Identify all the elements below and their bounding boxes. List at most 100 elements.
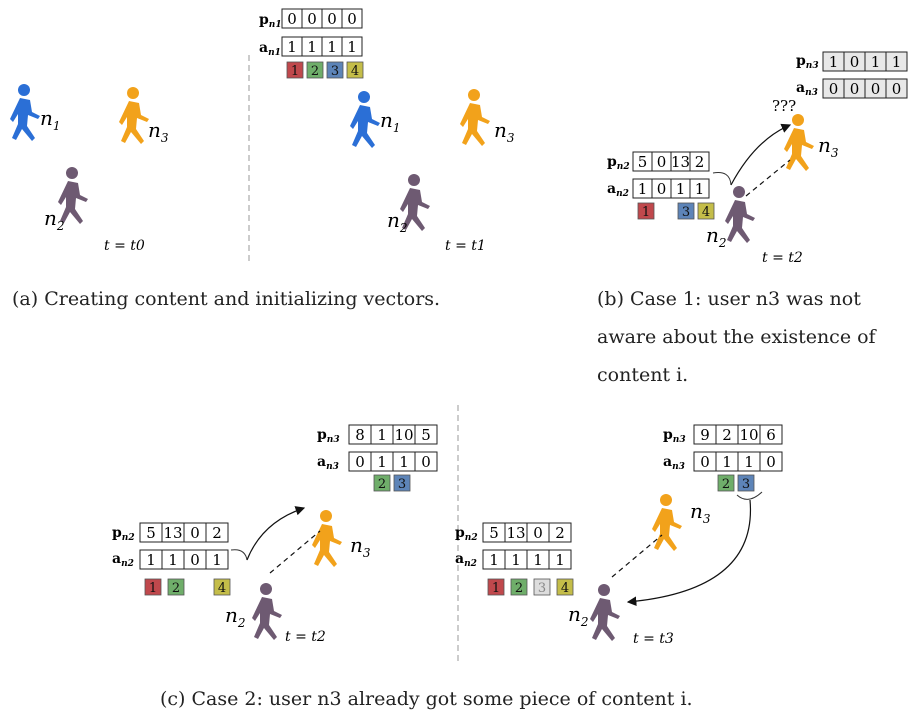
person-walking-icon <box>784 114 814 171</box>
svg-text:2: 2 <box>212 524 222 542</box>
svg-text:0: 0 <box>700 453 710 471</box>
caption-a: (a) Creating content and initializing ve… <box>12 288 441 310</box>
svg-text:4: 4 <box>561 581 569 596</box>
svg-text:0: 0 <box>871 80 881 98</box>
vector-cell: 0 <box>843 78 866 99</box>
vector-cell: 1 <box>670 178 691 199</box>
vector-cell: 0 <box>651 178 672 199</box>
label-n3: n3 <box>690 499 711 526</box>
person-walking-icon <box>252 583 282 640</box>
vector-cell: 0 <box>885 78 908 99</box>
person-walking-icon <box>58 167 88 224</box>
time-t2: t = t2 <box>285 629 326 645</box>
svg-text:1: 1 <box>638 180 648 198</box>
svg-text:0: 0 <box>892 80 902 98</box>
label-n2: n2 <box>706 223 727 250</box>
vector-cell: 1 <box>161 549 185 570</box>
vector-cell: 0 <box>843 51 866 72</box>
vector-cell: 0 <box>341 8 363 29</box>
svg-text:1: 1 <box>695 180 705 198</box>
vector-cell: 13 <box>504 522 528 543</box>
svg-text:2: 2 <box>378 477 386 492</box>
vector-cell: 1 <box>321 36 343 57</box>
time-t0: t = t0 <box>104 238 145 254</box>
vector-cell: 1 <box>205 549 229 570</box>
svg-text:2: 2 <box>695 153 705 171</box>
vector-label-p-n3: pn3 <box>796 53 819 71</box>
svg-text:1: 1 <box>871 53 881 71</box>
svg-text:10: 10 <box>739 426 758 444</box>
svg-text:1: 1 <box>291 64 299 79</box>
content-chip: 4 <box>556 578 574 596</box>
vector-cell: 0 <box>348 451 372 472</box>
caption-b-line3: content i. <box>597 364 689 386</box>
content-chip: 2 <box>717 474 735 492</box>
connector-bracket <box>230 549 248 561</box>
vector-cell: 0 <box>183 549 207 570</box>
vector-cell: 2 <box>689 151 710 172</box>
svg-text:1: 1 <box>892 53 902 71</box>
svg-text:4: 4 <box>702 205 710 220</box>
svg-text:2: 2 <box>555 524 565 542</box>
vector-cell: 0 <box>414 451 438 472</box>
time-t2: t = t2 <box>762 250 803 266</box>
vector-cell: 1 <box>715 451 739 472</box>
vector-cell: 1 <box>689 178 710 199</box>
vector-cell: 1 <box>370 451 394 472</box>
caption-b: (b) Case 1: user n3 was not aware about … <box>597 280 907 394</box>
person-walking-icon <box>652 494 682 551</box>
svg-text:0: 0 <box>307 10 317 28</box>
content-chip: 2 <box>306 61 324 79</box>
svg-text:2: 2 <box>722 426 732 444</box>
svg-text:5: 5 <box>421 426 431 444</box>
arrow-solid <box>626 499 752 607</box>
vector-label-a-n2: an2 <box>112 551 134 569</box>
arrow-dashed <box>269 530 321 574</box>
svg-text:0: 0 <box>190 551 200 569</box>
vector-label-p-n2: pn2 <box>112 525 135 543</box>
svg-text:3: 3 <box>682 205 690 220</box>
svg-text:5: 5 <box>146 524 156 542</box>
content-chip: 3 <box>737 474 755 492</box>
vector-cell: 1 <box>139 549 163 570</box>
vector-cell: 1 <box>504 549 528 570</box>
vector-label-p-n3: pn3 <box>663 427 686 445</box>
content-chip: 3 <box>393 474 411 492</box>
vector-cell: 5 <box>632 151 653 172</box>
time-t3: t = t3 <box>633 631 674 647</box>
svg-text:1: 1 <box>307 38 317 56</box>
question-label: ??? <box>772 97 796 115</box>
svg-text:0: 0 <box>533 524 543 542</box>
svg-text:1: 1 <box>555 551 565 569</box>
label-n3: n3 <box>818 133 839 160</box>
content-chip: 1 <box>286 61 304 79</box>
svg-text:1: 1 <box>722 453 732 471</box>
content-chip: 4 <box>346 61 364 79</box>
svg-text:1: 1 <box>676 180 686 198</box>
svg-text:0: 0 <box>421 453 431 471</box>
svg-text:1: 1 <box>146 551 156 569</box>
vector-cell: 1 <box>341 36 363 57</box>
caption-c: (c) Case 2: user n3 already got some pie… <box>160 688 693 710</box>
vector-cell: 0 <box>526 522 550 543</box>
svg-text:0: 0 <box>850 53 860 71</box>
vector-cell: 5 <box>414 424 438 445</box>
vector-cell: 10 <box>737 424 761 445</box>
svg-text:1: 1 <box>347 38 357 56</box>
svg-text:6: 6 <box>766 426 776 444</box>
svg-text:0: 0 <box>657 153 667 171</box>
content-chip: 2 <box>373 474 391 492</box>
vector-cell: 0 <box>281 8 303 29</box>
vector-cell: 2 <box>548 522 572 543</box>
vector-cell: 5 <box>482 522 506 543</box>
